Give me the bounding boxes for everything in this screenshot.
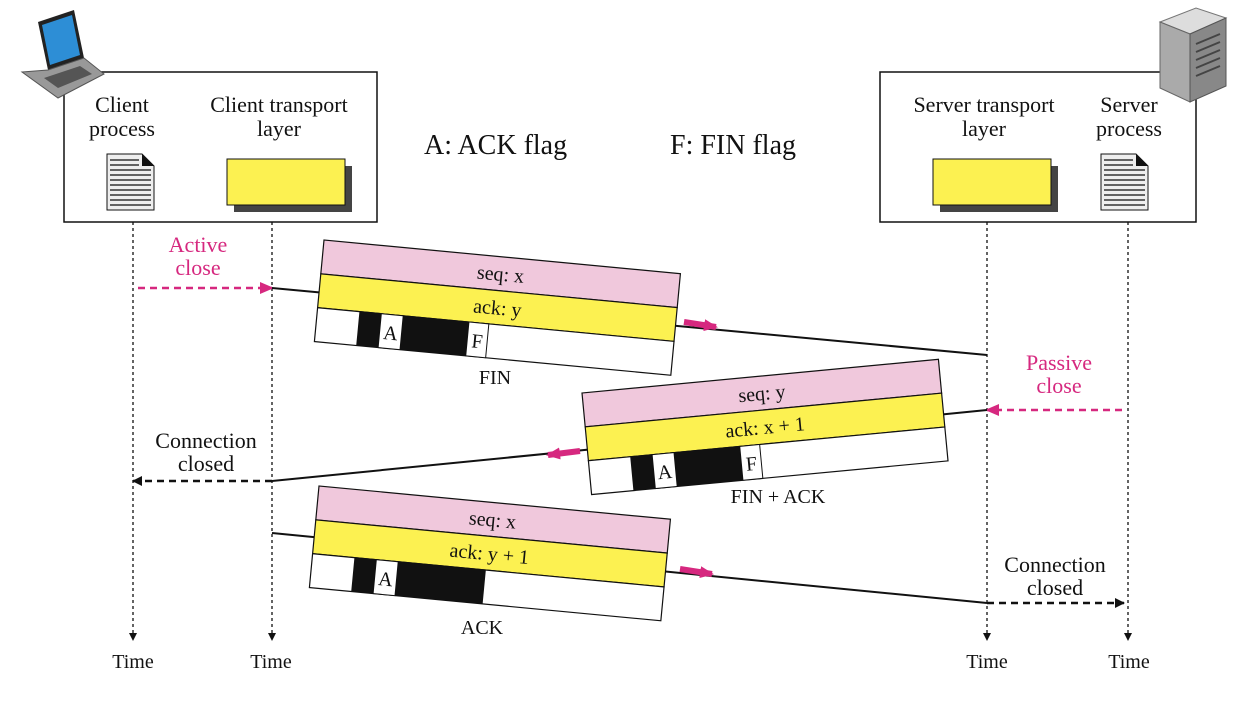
passive-close-label-1: Passive — [1026, 350, 1092, 375]
fin-seq-label: seq: x — [476, 262, 525, 288]
time-label-client-process: Time — [112, 651, 154, 673]
passive-close-label-2: close — [1036, 373, 1081, 398]
fin-ack-label: ack: y — [472, 295, 522, 321]
server-process-label-1: Server — [1100, 92, 1158, 117]
server-process-label-2: process — [1096, 116, 1162, 141]
fin-ack-seq-label: seq: y — [737, 381, 786, 407]
laptop-icon — [20, 10, 105, 99]
fin-flag-a: A — [382, 322, 399, 345]
client-process-label-1: Client — [95, 92, 149, 117]
fin-ack-segment: seq: y ack: x + 1 A F — [581, 358, 949, 496]
fin-ack-direction-arrow — [546, 447, 581, 460]
active-close-label-2: close — [175, 255, 220, 280]
client-connection-closed-label-1: Connection — [155, 428, 256, 453]
fin-caption: FIN — [479, 367, 511, 389]
client-box: Client process Client transport layer — [63, 71, 378, 223]
ack-caption: ACK — [461, 617, 504, 639]
time-label-server-transport: Time — [966, 651, 1008, 673]
ack-seq-label: seq: x — [468, 507, 517, 533]
ack-segment: seq: x ack: y + 1 A — [308, 485, 672, 622]
client-transport-label-2: layer — [257, 116, 302, 141]
server-tower-icon — [1158, 7, 1228, 103]
fin-ack-flag-f: F — [745, 453, 758, 476]
active-close-label-1: Active — [169, 232, 228, 257]
client-process-label-2: process — [89, 116, 155, 141]
legend-ack-flag: A: ACK flag — [424, 130, 567, 161]
client-document-icon — [106, 153, 155, 211]
legend-fin-flag: F: FIN flag — [670, 130, 796, 161]
server-document-icon — [1100, 153, 1149, 211]
client-transport-box — [226, 158, 352, 212]
fin-direction-arrow — [683, 319, 718, 332]
time-label-server-process: Time — [1108, 651, 1150, 673]
client-connection-closed-label-2: closed — [178, 451, 234, 476]
client-transport-label-1: Client transport — [210, 92, 347, 117]
time-label-client-transport: Time — [250, 651, 292, 673]
fin-ack-caption: FIN + ACK — [731, 486, 826, 508]
server-transport-box — [932, 158, 1058, 212]
server-transport-label-2: layer — [962, 116, 1007, 141]
server-box: Server transport layer Server process — [879, 71, 1197, 223]
server-connection-closed-label-2: closed — [1027, 575, 1083, 600]
server-transport-label-1: Server transport — [913, 92, 1054, 117]
fin-flag-f: F — [471, 330, 484, 353]
server-connection-closed-label-1: Connection — [1004, 552, 1105, 577]
ack-direction-arrow — [679, 566, 714, 579]
timelines — [129, 222, 1132, 641]
ack-flag-a: A — [377, 568, 394, 591]
fin-segment: seq: x ack: y A F — [313, 239, 682, 376]
fin-ack-flag-a: A — [657, 461, 674, 484]
